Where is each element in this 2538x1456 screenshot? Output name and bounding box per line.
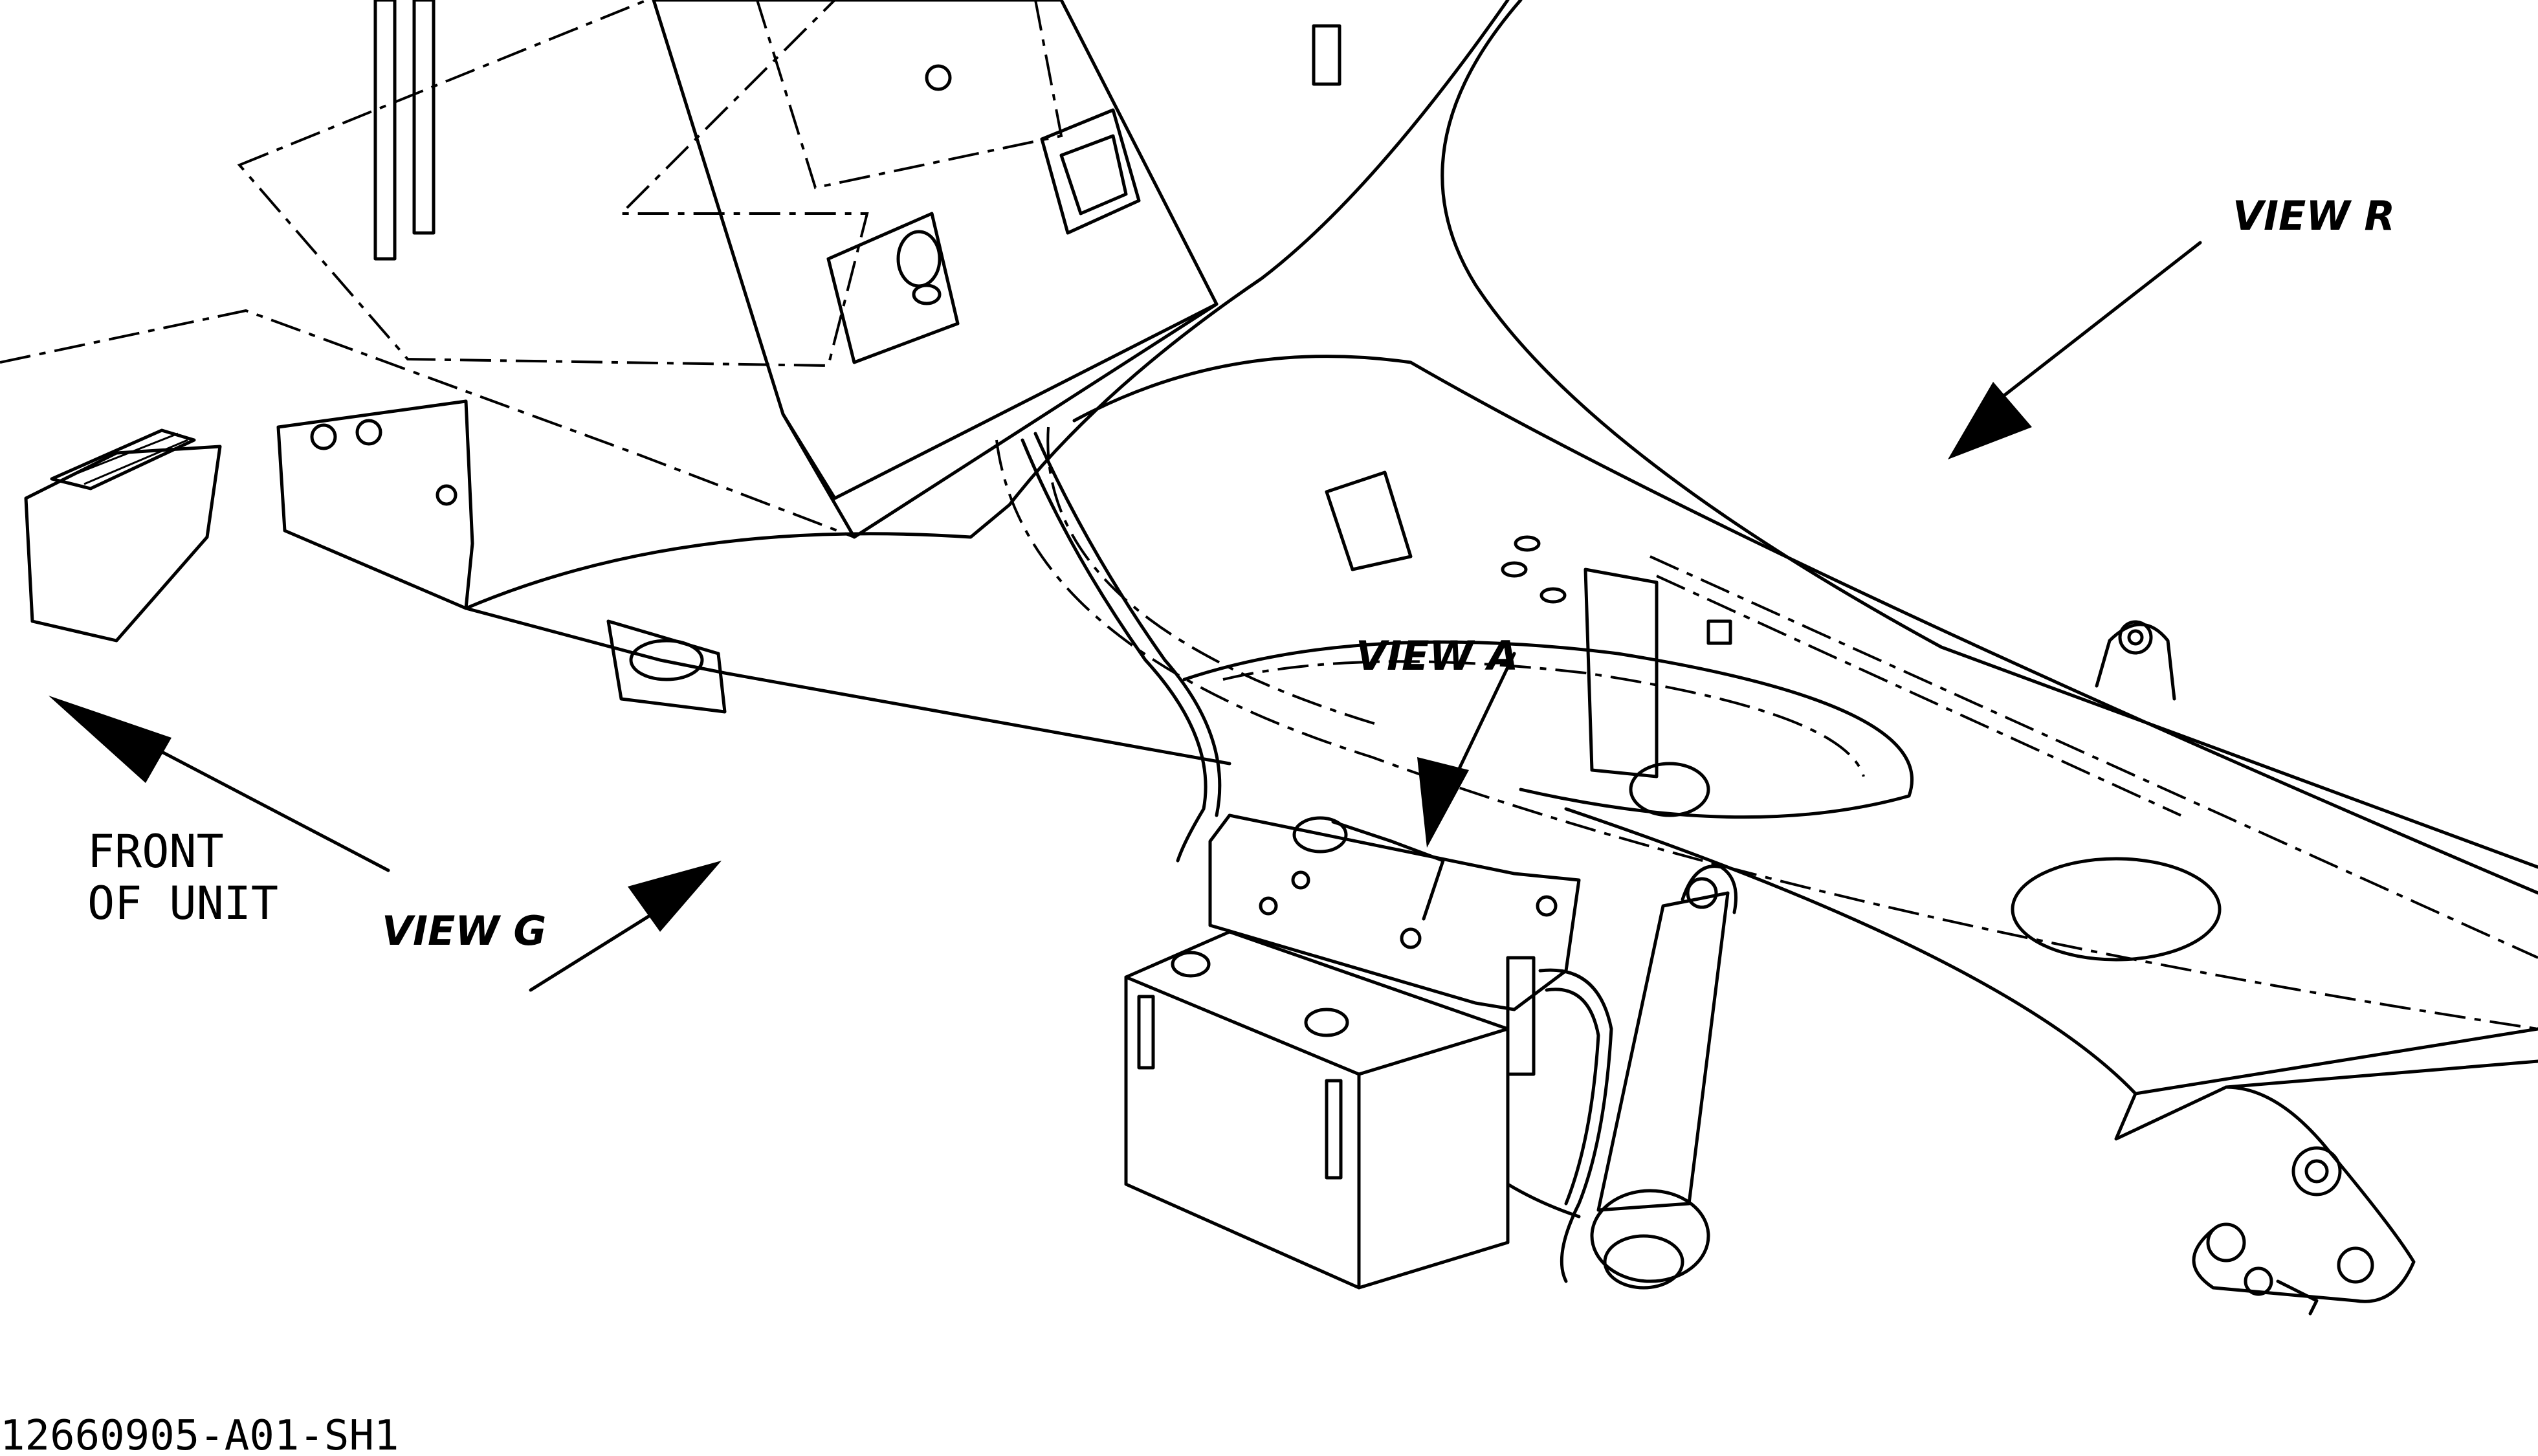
view-a-arrow [1417,652,1516,848]
hydraulic-hoses [1021,432,1613,1283]
main-chassis-frame [464,0,2538,1141]
drawing-number: 12660905-A01-SH1 [0,1412,399,1456]
lift-lug [2095,620,2176,701]
rear-bracket [2192,1085,2416,1316]
front-label-line2: OF UNIT [87,877,278,930]
view-g-label: VIEW G [382,907,546,954]
left-frame-extension [0,309,855,714]
front-label-line1: FRONT [87,825,224,878]
view-r-arrow [1948,241,2202,459]
view-a-label: VIEW A [1356,632,1518,679]
view-r-label: VIEW R [2233,192,2395,239]
control-valve [1208,813,1581,1011]
view-g-arrow [529,861,722,992]
lift-cylinder [1506,865,1738,1290]
front-of-unit-arrow [49,696,390,872]
hydraulic-tank [1124,930,1510,1290]
cab-structure [237,0,1341,539]
